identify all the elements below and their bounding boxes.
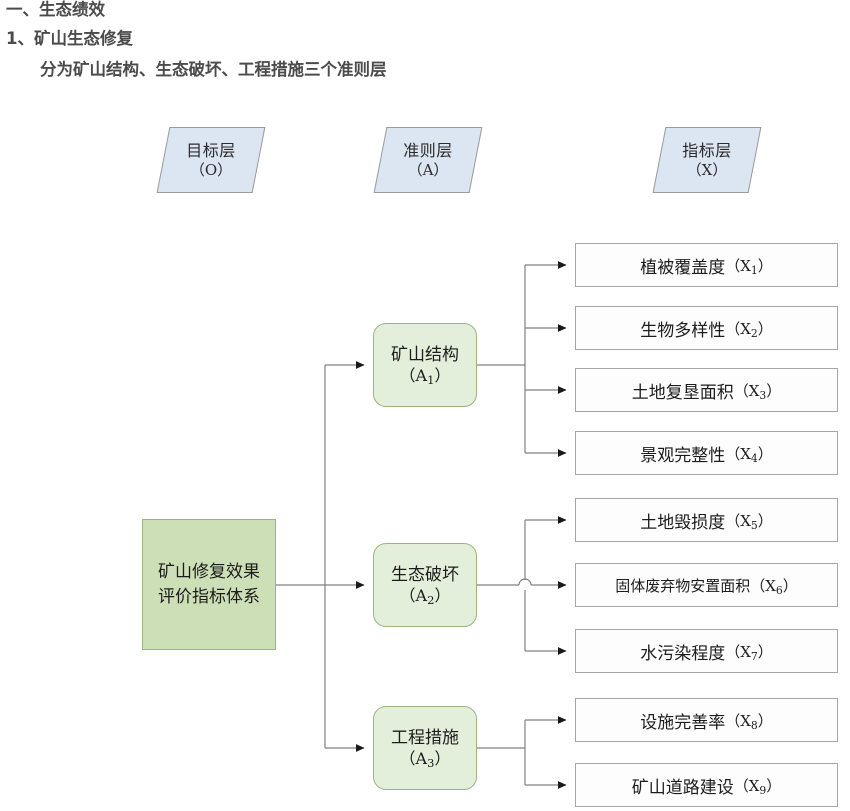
criteria-node-a3-code: （A3） — [399, 748, 451, 770]
layer-label-goal-title: 目标层 — [186, 141, 236, 161]
indicator-node-x4-code: （X4） — [725, 444, 773, 465]
indicator-node-x8-code: （X8） — [725, 711, 773, 732]
indicator-node-x6-label: 固体废弃物安置面积 — [615, 576, 751, 595]
goal-node[interactable]: 矿山修复效果评价指标体系 — [142, 519, 276, 650]
layer-label-goal: 目标层 （O） — [156, 127, 266, 193]
heading-subsection-title: 1、矿山生态修复 — [6, 29, 133, 48]
criteria-node-a2-label: 生态破坏 — [391, 564, 459, 585]
indicator-node-x2[interactable]: 生物多样性 （X2） — [575, 306, 838, 350]
layer-label-indicator: 指标层 （X） — [652, 127, 762, 193]
criteria-node-a2-code: （A2） — [399, 585, 451, 607]
indicator-node-x2-code: （X2） — [725, 319, 773, 340]
indicator-node-x4[interactable]: 景观完整性 （X4） — [575, 431, 838, 475]
indicator-node-x9[interactable]: 矿山道路建设 （X9） — [575, 763, 838, 807]
indicator-node-x6-code: （X6） — [750, 576, 798, 597]
indicator-node-x7-label: 水污染程度 — [640, 643, 726, 664]
layer-label-goal-code: （O） — [189, 160, 233, 179]
layer-label-criteria-text: 准则层 （A） — [380, 127, 476, 193]
indicator-node-x1-code: （X1） — [725, 256, 773, 277]
criteria-node-a2[interactable]: 生态破坏 （A2） — [373, 543, 477, 627]
heading-description: 分为矿山结构、生态破坏、工程措施三个准则层 — [40, 60, 387, 79]
indicator-node-x7[interactable]: 水污染程度 （X7） — [575, 629, 838, 673]
indicator-node-x5-label: 土地毁损度 — [640, 512, 726, 533]
indicator-node-x6[interactable]: 固体废弃物安置面积 （X6） — [575, 563, 838, 607]
layer-label-indicator-text: 指标层 （X） — [659, 127, 755, 193]
indicator-node-x5[interactable]: 土地毁损度 （X5） — [575, 498, 838, 542]
criteria-node-a3[interactable]: 工程措施 （A3） — [373, 706, 477, 790]
indicator-node-x2-label: 生物多样性 — [640, 320, 726, 341]
indicator-node-x3[interactable]: 土地复垦面积 （X3） — [575, 368, 838, 412]
indicator-node-x8-label: 设施完善率 — [640, 712, 726, 733]
layer-label-indicator-code: （X） — [686, 160, 728, 179]
layer-label-criteria-title: 准则层 — [403, 141, 453, 161]
indicator-node-x7-code: （X7） — [725, 642, 773, 663]
criteria-node-a1-code: （A1） — [399, 365, 451, 387]
indicator-node-x1[interactable]: 植被覆盖度 （X1） — [575, 243, 838, 287]
indicator-node-x4-label: 景观完整性 — [640, 445, 726, 466]
indicator-node-x9-code: （X9） — [733, 776, 782, 797]
indicator-node-x1-label: 植被覆盖度 — [640, 257, 726, 278]
indicator-node-x8[interactable]: 设施完善率 （X8） — [575, 698, 838, 742]
indicator-node-x9-label: 矿山道路建设 — [631, 777, 734, 798]
indicator-node-x5-code: （X5） — [725, 511, 773, 532]
goal-node-label: 矿山修复效果评价指标体系 — [158, 562, 260, 607]
heading-section-title: 一、生态绩效 — [6, 0, 105, 19]
layer-label-criteria-code: （A） — [407, 160, 449, 179]
criteria-node-a1-label: 矿山结构 — [391, 344, 459, 365]
criteria-node-a3-label: 工程措施 — [391, 727, 459, 748]
criteria-node-a1[interactable]: 矿山结构 （A1） — [373, 323, 477, 407]
layer-label-indicator-title: 指标层 — [682, 141, 732, 161]
layer-label-goal-text: 目标层 （O） — [163, 127, 259, 193]
indicator-node-x3-label: 土地复垦面积 — [631, 382, 734, 403]
layer-label-criteria: 准则层 （A） — [373, 127, 483, 193]
indicator-node-x3-code: （X3） — [733, 381, 782, 402]
